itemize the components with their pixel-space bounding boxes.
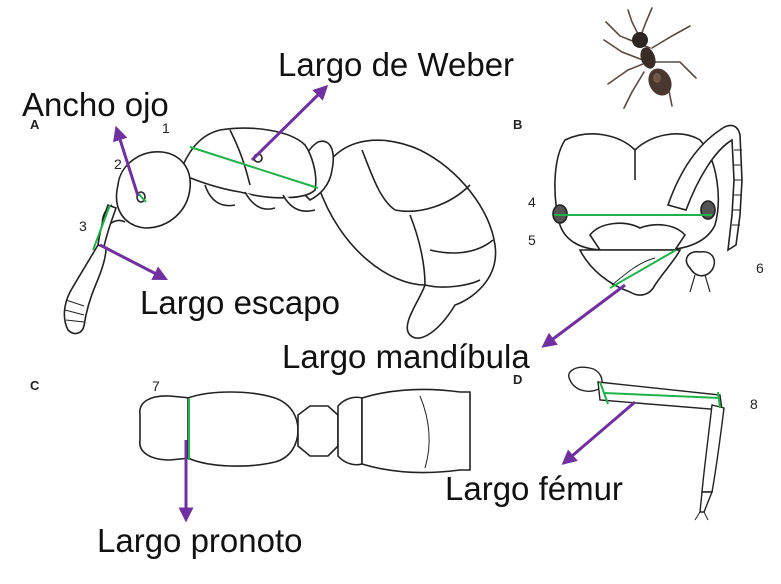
mandible-length-line <box>609 249 677 289</box>
number-4: 4 <box>528 194 536 210</box>
weber-length-line <box>189 146 319 189</box>
number-6: 6 <box>756 260 764 276</box>
scape-length-line <box>92 204 111 251</box>
lateral-head <box>115 151 191 229</box>
mandible-length-label: Largo mandíbula <box>282 338 530 375</box>
antenna-funiculus <box>63 244 107 335</box>
dorsal-neck <box>139 395 191 461</box>
dorsal-petiole <box>297 405 339 457</box>
dorsal-mesosoma-drawing <box>139 388 471 474</box>
eye-width-label: Ancho ojo <box>22 86 169 123</box>
mesosoma <box>182 127 317 199</box>
femur-arrow <box>561 400 636 465</box>
pronotum-length-label: Largo pronoto <box>97 522 303 559</box>
femur-start-tick <box>599 381 609 405</box>
lateral-ant-drawing <box>63 127 497 339</box>
frontal-head-drawing <box>552 124 743 296</box>
mandible-detail <box>685 250 716 277</box>
scape-length-label: Largo escapo <box>140 284 340 321</box>
tarsus <box>699 491 714 513</box>
number-3: 3 <box>79 218 87 234</box>
coxa <box>568 366 603 392</box>
dorsal-gaster <box>361 388 471 474</box>
clypeus <box>589 222 687 251</box>
femur-length-label: Largo fémur <box>445 470 623 507</box>
panel-c-letter: C <box>30 378 40 393</box>
number-7: 7 <box>152 378 160 394</box>
femur-end-tick <box>717 391 721 409</box>
arrows <box>99 84 636 523</box>
number-8: 8 <box>750 396 758 412</box>
tibia <box>701 404 725 493</box>
scape-arrow <box>99 243 168 281</box>
mandible-arrow <box>541 283 626 348</box>
gaster <box>317 139 497 339</box>
dorsal-pronotum <box>187 391 299 467</box>
dorsal-postpetiole <box>337 396 363 466</box>
weber-length-label: Largo de Weber <box>278 46 515 83</box>
panel-d-letter: D <box>513 372 523 387</box>
panel-b-letter: B <box>513 117 523 132</box>
femur-length-line <box>603 392 721 399</box>
frontal-head <box>554 133 720 251</box>
weber-arrow <box>250 84 329 162</box>
ant-icon <box>603 7 697 109</box>
number-5: 5 <box>528 232 536 248</box>
frontal-eye-right <box>700 200 716 220</box>
frontal-antenna <box>666 124 743 252</box>
measurement-lines <box>92 146 721 460</box>
number-1: 1 <box>162 120 170 136</box>
panel-a-letter: A <box>30 117 40 132</box>
number-2: 2 <box>114 156 122 172</box>
eye-arrow <box>113 125 140 197</box>
